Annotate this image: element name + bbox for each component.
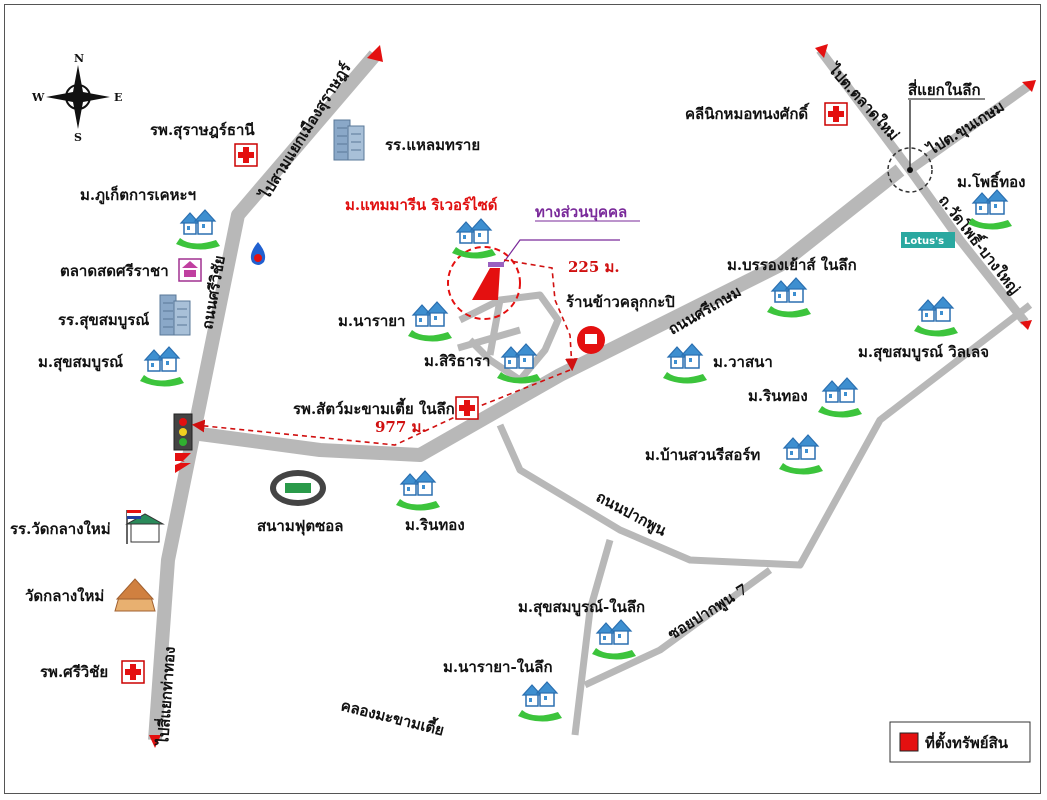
compass-n: N — [74, 52, 84, 65]
arrow-south-srivichai — [149, 735, 161, 748]
road-label-to-talat-mai: ไปต.ตลาดใหม่ — [824, 58, 904, 144]
arrow-talat-mai — [815, 44, 828, 58]
gas-station-icon — [250, 242, 266, 265]
house-icon — [175, 209, 221, 251]
compass-w: W — [31, 91, 45, 104]
label-wat-klang: วัดกลางใหม่ — [25, 587, 104, 605]
school-flag-icon — [125, 510, 165, 544]
rice-shop-icon — [577, 326, 605, 354]
label-m-sukhsom-nailuk: ม.สุขสมบูรณ์-ในลึก — [518, 598, 645, 617]
label-hospital-srivichai: รพ.ศรีวิชัย — [40, 663, 108, 681]
house-icon — [778, 434, 824, 476]
label-m-naraya-nailuk: ม.นารายา-ในลึก — [443, 658, 553, 676]
house-icon — [517, 681, 563, 723]
arrow-kasem — [1022, 80, 1036, 92]
private-way-leader — [503, 239, 620, 263]
label-stadium: สนามฟุตซอล — [257, 517, 343, 536]
label-rice-shop: ร้านข้าวคลุกกะปิ — [566, 293, 675, 312]
road-srivichai — [148, 50, 381, 741]
road-pakphun — [496, 302, 1033, 569]
label-school-sukhsom: รร.สุขสมบูรณ์ — [58, 311, 149, 330]
house-icon — [817, 377, 863, 419]
label-m-naraya: ม.นารายา — [338, 312, 405, 330]
label-m-bannrong: ม.บรรองเย้าส์ ในลึก — [727, 256, 857, 274]
house-icon — [913, 296, 959, 338]
label-school-laemsai: รร.แหลมทราย — [385, 136, 480, 154]
road-wat-pho — [906, 167, 1029, 325]
label-m-sirithara: ม.สิริธารา — [424, 352, 490, 370]
legend: ที่ตั้งทรัพย์สิน — [889, 721, 1031, 763]
distance-225: 225 ม. — [568, 258, 620, 276]
compass-s: S — [74, 131, 82, 144]
label-school-watklang: รร.วัดกลางใหม่ — [10, 520, 111, 538]
house-icon — [451, 218, 497, 260]
house-icon — [139, 346, 185, 388]
label-market: ตลาดสดศรีราชา — [60, 262, 169, 280]
label-m-wasana: ม.วาสนา — [713, 353, 773, 371]
label-m-sukhsom: ม.สุขสมบูรณ์ — [38, 353, 123, 372]
road-label-soi-pakphun7: ซอยปากพูน 7 — [665, 580, 752, 644]
route-225 — [503, 259, 578, 372]
label-m-rinthong-e: ม.รินทอง — [748, 387, 808, 405]
road-sikasem — [184, 164, 905, 462]
distance-977: 977 ม. — [375, 418, 427, 436]
label-vet-hospital: รพ.สัตว์มะขามเตี้ย ในลึก — [293, 397, 455, 418]
house-icon — [395, 470, 441, 512]
road-property-spur — [457, 299, 521, 356]
house-icon — [407, 301, 453, 343]
compass-e: E — [114, 91, 122, 104]
road-property-access — [458, 291, 562, 384]
hospital-icon — [234, 143, 258, 167]
road-arrows — [149, 44, 1036, 748]
compass-rose: N S E W — [31, 52, 122, 144]
label-m-phuket: ม.ภูเก็ตการเคหะฯ — [80, 185, 196, 205]
private-way-label: ทางส่วนบุคคล — [535, 203, 627, 222]
arrow-north-srivichai — [367, 45, 383, 62]
property-marker — [472, 268, 500, 300]
school-building-icon — [159, 294, 191, 336]
label-m-phothong: ม.โพธิ์ทอง — [957, 170, 1025, 191]
hospital-icon — [455, 396, 479, 420]
route-977 — [191, 369, 571, 446]
road-to-talat-mai — [816, 47, 914, 173]
label-property: ม.แทมมารีน ริเวอร์ไซด์ — [345, 195, 498, 214]
stadium-icon — [270, 470, 326, 506]
house-icon — [766, 277, 812, 319]
private-way-marker — [488, 262, 504, 267]
lotus-logo-icon: Lotus's — [901, 232, 955, 248]
svg-text:Lotus's: Lotus's — [904, 236, 944, 247]
suzuki-logo-icon — [175, 453, 191, 473]
hospital-icon — [121, 660, 145, 684]
legend-swatch — [899, 732, 919, 752]
road-soi-pakphun7 — [583, 567, 773, 689]
house-icon — [967, 189, 1013, 231]
hospital-icon — [824, 102, 848, 126]
intersection-label: สี่แยกในลึก — [908, 79, 981, 99]
label-m-baansuan: ม.บ้านสวนรีสอร์ท — [645, 446, 760, 464]
label-clinic: คลีนิกหมอทนงศักดิ์ — [685, 102, 810, 123]
school-building-icon — [333, 119, 365, 161]
road-to-kasem — [907, 81, 1033, 174]
arrow-wat-pho — [1020, 320, 1032, 330]
label-hospital-surat: รพ.สุราษฎร์ธานี — [150, 121, 255, 140]
canal-label: คลองมะขามเตี้ย — [339, 694, 447, 740]
property-circle — [447, 246, 521, 320]
legend-label: ที่ตั้งทรัพย์สิน — [925, 731, 1009, 752]
road-pakphun-south — [571, 539, 614, 736]
temple-icon — [114, 578, 156, 612]
label-m-sukhsom-villa: ม.สุขสมบูรณ์ วิลเลจ — [858, 343, 989, 362]
house-icon — [591, 619, 637, 661]
roads — [148, 47, 1033, 741]
market-icon — [178, 258, 202, 282]
traffic-light-icon — [173, 413, 193, 451]
house-icon — [662, 343, 708, 385]
label-m-rinthong-s: ม.รินทอง — [405, 516, 465, 534]
road-label-to-kasem: ไปต.ขุนเกษม — [922, 96, 1008, 160]
intersection-circle — [887, 147, 933, 193]
